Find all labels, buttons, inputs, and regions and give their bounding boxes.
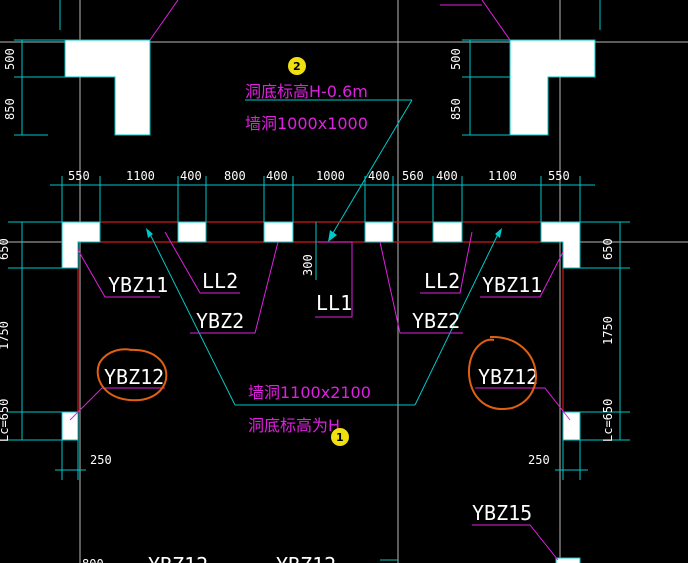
leader-top-left [149, 0, 179, 41]
left-dims-main [8, 221, 62, 441]
leader-ybz12-left [69, 387, 165, 421]
column-ybz15 [555, 557, 581, 563]
top-dim-chain [50, 176, 595, 222]
column-ll-left [263, 221, 294, 243]
label-ybz15: YBZ15 [472, 501, 532, 525]
dim-top-7: 400 [368, 169, 390, 183]
dim-top-4: 800 [224, 169, 246, 183]
leader-upper-arrow [329, 99, 413, 239]
badge-1: 1 [331, 428, 349, 446]
dim-right-top-2: 850 [449, 98, 463, 120]
label-ll2-right: LL2 [424, 269, 460, 293]
dim-left-main-1: 650 [0, 238, 11, 260]
dim-left-main-3: Lc=650 [0, 399, 11, 442]
l-column-top-right [509, 39, 596, 136]
column-ybz2-left [177, 221, 207, 243]
dim-right-main-2: 1750 [601, 316, 615, 345]
column-ybz11-left [61, 221, 101, 269]
dim-right-main-3: Lc=650 [601, 399, 615, 442]
leader-ybz2-right [379, 241, 463, 334]
dim-center-300: 300 [301, 254, 315, 276]
dim-top-9: 400 [436, 169, 458, 183]
leader-diag-right [414, 229, 501, 406]
arrowhead-upper [328, 230, 337, 242]
lower-opening-leaders [147, 229, 501, 406]
leader-ll2-left [164, 231, 240, 294]
arrowhead-right [495, 228, 502, 238]
dim-top-5: 400 [266, 169, 288, 183]
wall-outline [62, 221, 580, 440]
label-ybz12-right: YBZ12 [478, 365, 538, 389]
leader-diag-left [147, 229, 236, 406]
highlight-circles [96, 335, 537, 411]
label-ybz2-right: YBZ2 [412, 309, 460, 333]
dim-left-top-2: 850 [3, 98, 17, 120]
note-lower-elevation: 洞底标高为H [248, 416, 340, 435]
badge-2: 2 [288, 57, 306, 75]
column-ll-right [364, 221, 394, 243]
dim-top-10: 1100 [488, 169, 517, 183]
dim-top-11: 550 [548, 169, 570, 183]
label-ybz12-bottom-b: YBZ12 [276, 553, 336, 563]
leader-ybz15 [472, 524, 559, 561]
arrowhead-left [146, 228, 153, 238]
label-ybz11-left: YBZ11 [108, 273, 168, 297]
column-ybz12-left [61, 411, 79, 441]
right-dims-main [580, 221, 630, 441]
dim-bottom-left: 250 [90, 453, 112, 467]
note-upper-elevation: 洞底标高H-0.6m [245, 82, 368, 101]
label-ybz12-bottom-a: YBZ12 [148, 553, 208, 563]
label-ybz2-left: YBZ2 [196, 309, 244, 333]
leader-ybz11-right [480, 251, 564, 298]
left-dims-top [14, 39, 65, 136]
dim-top-1: 550 [68, 169, 90, 183]
top-l-columns [59, 0, 601, 136]
dim-top-3: 400 [180, 169, 202, 183]
badge-circle [331, 428, 349, 446]
note-lower-opening: 墙洞1100x2100 [248, 383, 371, 402]
bottom-dims [55, 440, 588, 480]
label-ybz11-right: YBZ11 [482, 273, 542, 297]
highlight-circle-ybz12-left [96, 348, 168, 402]
dim-right-top-1: 500 [449, 48, 463, 70]
label-ll2-left: LL2 [202, 269, 238, 293]
wall-columns [61, 221, 581, 563]
leader-top-right [481, 0, 511, 41]
label-ll1: LL1 [316, 291, 352, 315]
right-dims-top [462, 39, 510, 136]
column-ybz2-right [432, 221, 463, 243]
leader-ybz12-right [475, 387, 571, 421]
label-leaders [69, 231, 571, 561]
dim-left-main-2: 1750 [0, 321, 11, 350]
note-upper-opening: 墙洞1000x1000 [245, 114, 368, 133]
dim-top-8: 560 [402, 169, 424, 183]
leader-ybz2-left [190, 241, 279, 334]
label-ybz12-left: YBZ12 [104, 365, 164, 389]
column-ybz12-right [562, 411, 581, 441]
dim-top-6: 1000 [316, 169, 345, 183]
dim-bottom-partial: 800 [82, 557, 104, 563]
highlight-circle-ybz12-right [468, 335, 537, 411]
badge-label: 2 [293, 60, 301, 73]
leader-ll1 [315, 241, 353, 318]
top-dim-labels: 550 1100 400 800 400 1000 400 560 400 11… [68, 169, 570, 183]
l-column-top-left [64, 39, 151, 136]
badge-label: 1 [336, 431, 344, 444]
leader-ll2-right [420, 231, 473, 294]
dim-top-2: 1100 [126, 169, 155, 183]
dim-bottom-right: 250 [528, 453, 550, 467]
dim-right-main-1: 650 [601, 238, 615, 260]
badge-circle [288, 57, 306, 75]
leader-ybz11-left [77, 249, 160, 298]
dim-left-top-1: 500 [3, 48, 17, 70]
